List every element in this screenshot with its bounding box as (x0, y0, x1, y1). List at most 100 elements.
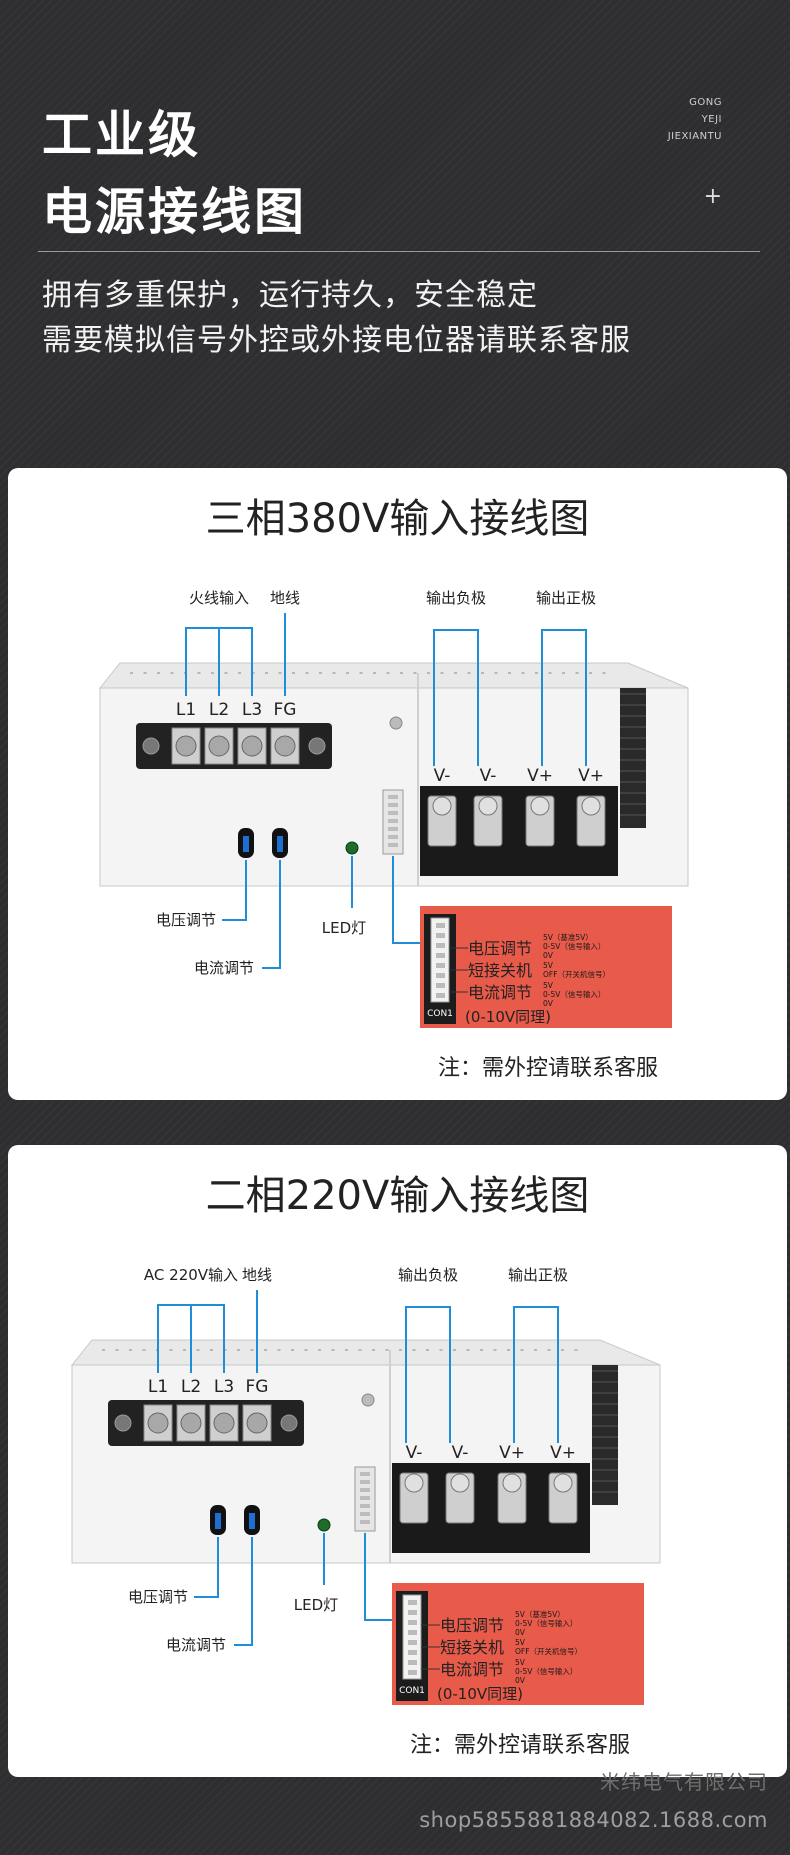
led-icon (317, 1518, 331, 1532)
output-label: V- (406, 1443, 423, 1463)
vent-slot (345, 1349, 348, 1351)
vent-slot (346, 672, 349, 674)
con1-pin (408, 1620, 417, 1625)
con1-signal: 0-5V（信号输入） (515, 1618, 577, 1628)
vent-slot (250, 1349, 254, 1351)
vent-slot (304, 1349, 308, 1351)
con1-signal: 5V (543, 981, 554, 990)
vent-slot (319, 672, 322, 674)
vent-slot (115, 1349, 119, 1351)
led-icon (345, 841, 359, 855)
callout-output-negative: 输出负极 (426, 589, 486, 607)
output-screw (530, 796, 550, 816)
con1-row-label: 电压调节 (440, 1616, 504, 1635)
callout-line-current (262, 860, 281, 969)
vent-slot (238, 672, 241, 674)
vent-slot (426, 1349, 429, 1351)
connector-pin (388, 819, 398, 823)
vent-slot (561, 1349, 564, 1351)
terminal-label: L2 (181, 1377, 201, 1397)
con1-signal: 0-5V（信号输入） (543, 941, 605, 951)
terminal-screw (274, 735, 296, 757)
label-current-adjust: 电流调节 (166, 1636, 226, 1654)
diagram-title: 三相380V输入接线图 (205, 496, 590, 542)
vent-slot (589, 672, 592, 674)
vent-slot (454, 672, 457, 674)
terminal-screw (147, 1412, 169, 1434)
con1-pin (408, 1670, 417, 1675)
mount-screw (114, 1414, 132, 1432)
vent-slot (143, 672, 147, 674)
terminal-screw (208, 735, 230, 757)
potentiometer-slot (215, 1513, 221, 1529)
con1-row-label: 短接关机 (468, 961, 532, 980)
footnote: 注：需外控请联系客服 (410, 1733, 630, 1758)
con1-row-label: 短接关机 (440, 1638, 504, 1657)
connector-pin (388, 827, 398, 831)
vent-slot (278, 672, 282, 674)
output-screw (450, 1473, 470, 1493)
heatsink (592, 1365, 618, 1505)
device-top (98, 662, 689, 689)
vent-slot (440, 672, 444, 674)
screw (361, 1393, 375, 1407)
terminal-block (136, 723, 332, 769)
side-tag: GONG YEJI JIEXIANTU (668, 94, 722, 145)
output-label: V+ (527, 766, 553, 786)
vent-slot (412, 1349, 416, 1351)
con1-panel (420, 906, 672, 1028)
screw (389, 716, 403, 730)
callout-line-positive (541, 629, 587, 766)
con1-connector-housing (430, 917, 450, 1003)
vent-slot (277, 1349, 281, 1351)
callout-output-positive: 输出正极 (508, 1266, 568, 1284)
vent-slot (292, 672, 295, 674)
con1-signal: 5V (515, 1638, 526, 1647)
callout-live-input: AC 220V输入 (144, 1266, 238, 1284)
con1-pin (436, 963, 445, 968)
con1-signal: 5V (515, 1658, 526, 1667)
con1-label: CON1 (427, 1009, 453, 1019)
label-led: LED灯 (322, 919, 366, 937)
vent-slot (400, 672, 403, 674)
connector-pin (388, 811, 398, 815)
company-watermark: 米纬电气有限公司 (600, 1770, 768, 1794)
callout-line-connector (364, 1533, 392, 1621)
subtitle-line-1: 拥有多重保护，运行持久，安全稳定 (42, 278, 538, 313)
diagram-title: 二相220V输入接线图 (205, 1173, 590, 1219)
subtitle-line-2: 需要模拟信号外控或外接电位器请联系客服 (42, 323, 631, 358)
con1-pin (408, 1650, 417, 1655)
vent-slot (399, 1349, 402, 1351)
vent-slot (183, 1349, 186, 1351)
divider (38, 251, 760, 252)
label-voltage-adjust: 电压调节 (156, 911, 216, 929)
vent-slot (211, 672, 214, 674)
connector-pin (360, 1488, 370, 1492)
vent-slot (210, 1349, 213, 1351)
terminal-screw (213, 1412, 235, 1434)
con1-pin (408, 1630, 417, 1635)
con1-pin (436, 933, 445, 938)
side-tag-line: YEJI (701, 114, 722, 125)
terminal-label: FG (274, 700, 297, 720)
label-led: LED灯 (294, 1596, 338, 1614)
vent-slot (534, 1349, 537, 1351)
con1-pin (436, 953, 445, 958)
output-screw (553, 1473, 573, 1493)
output-label: V+ (578, 766, 604, 786)
vent-slot (574, 1349, 578, 1351)
vent-slot (332, 672, 336, 674)
con1-pin (408, 1610, 417, 1615)
potentiometer-slot (243, 836, 249, 852)
connector-pin (388, 835, 398, 839)
vent-slot (427, 672, 430, 674)
vent-slot (358, 1349, 362, 1351)
con1-signal: 0-5V（信号输入） (515, 1666, 577, 1676)
output-label: V- (434, 766, 451, 786)
shop-url-watermark: shop5855881884082.1688.com (419, 1808, 768, 1832)
vent-slot (331, 1349, 335, 1351)
